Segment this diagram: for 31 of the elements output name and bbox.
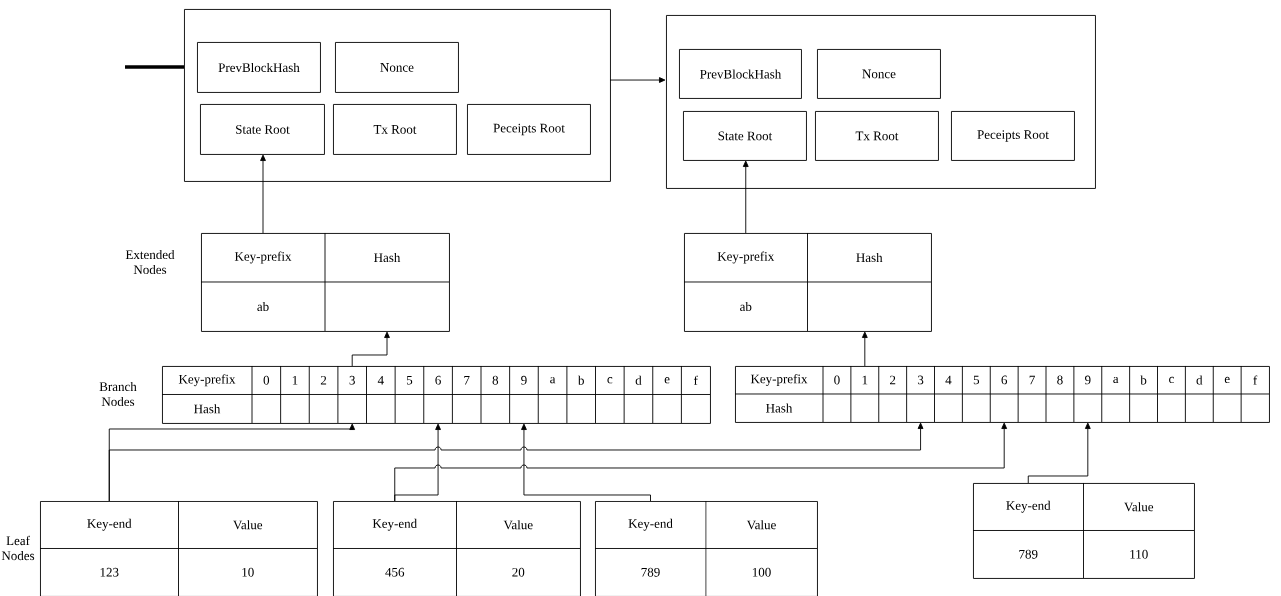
connector-arrow (742, 160, 749, 234)
leaf-node-table: Key-end Value 123 10 (39, 500, 318, 596)
connector-arrow (351, 331, 390, 367)
field-box: State Root (683, 111, 807, 161)
field-box: Tx Root (815, 111, 939, 161)
connector-arrow (260, 154, 266, 234)
connector-arrow (521, 423, 651, 502)
connector-arrow (394, 422, 1008, 502)
field-box: Peceipts Root (467, 104, 591, 155)
branch-node-table: Key-prefix 0 1 2 3 4 5 6 7 8 9 a b c d e f Hash (161, 365, 711, 424)
block-box (666, 15, 1096, 189)
extension-node-table: Key-prefix Hash ab (200, 232, 450, 332)
row-label: Branch Nodes (99, 381, 137, 407)
block-box (184, 9, 611, 182)
row-label: Extended Nodes (125, 249, 175, 275)
leaf-node-table: Key-end Value 789 110 (972, 482, 1195, 579)
branch-node-table: Key-prefix 0 1 2 3 4 5 6 7 8 9 a b c d e f Hash (734, 365, 1270, 423)
field-box: Peceipts Root (951, 111, 1075, 161)
connector-arrow (861, 331, 868, 367)
field-box: PrevBlockHash (679, 49, 802, 99)
field-box: Nonce (817, 49, 941, 99)
field-box: Nonce (335, 42, 459, 93)
leaf-node-table: Key-end Value 456 20 (332, 500, 581, 596)
leaf-node-table: Key-end Value 789 100 (594, 500, 818, 596)
connector-arrow (1027, 422, 1091, 484)
extension-node-table: Key-prefix Hash ab (683, 232, 932, 332)
field-box: Tx Root (333, 104, 457, 155)
connector-arrow (108, 422, 924, 502)
field-box: State Root (200, 104, 325, 155)
connector-arrow (609, 77, 666, 83)
field-box: PrevBlockHash (197, 42, 321, 93)
